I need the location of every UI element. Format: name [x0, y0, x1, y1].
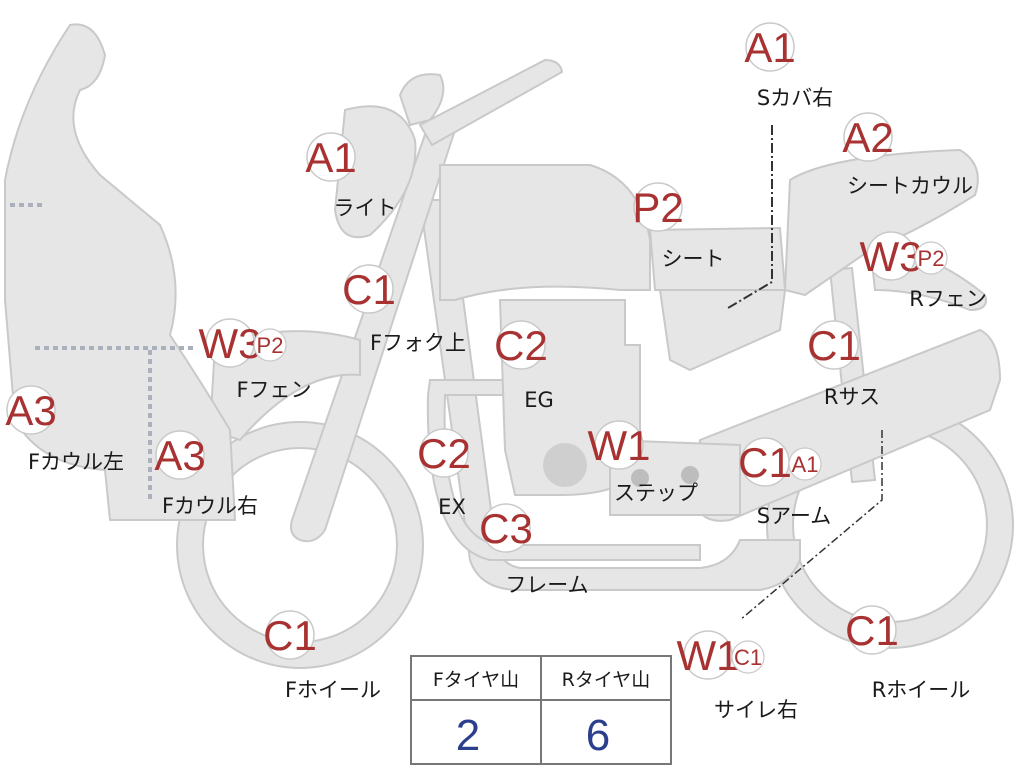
part-label: サイレ右	[714, 698, 798, 722]
part-label: シート	[662, 247, 725, 271]
part-badge-circle	[265, 610, 315, 660]
part-seat: P2 シート	[632, 182, 725, 271]
part-label: Fカウル右	[162, 494, 258, 518]
part-sub-code: P2	[918, 246, 945, 271]
part-frame: C3 フレーム	[479, 503, 589, 597]
tire-tread-table: Fタイヤ山 Rタイヤ山 2 6	[410, 655, 672, 765]
part-label: Rサス	[824, 385, 880, 409]
part-sub-code: A1	[792, 452, 819, 477]
part-label: Fカウル左	[28, 450, 124, 474]
part-badge-circle	[633, 182, 683, 232]
part-badge-circle	[306, 132, 356, 182]
part-light: A1 ライト	[305, 132, 397, 220]
part-badge-circle	[745, 22, 795, 72]
part-code: W1	[588, 422, 651, 469]
part-label: EG	[524, 388, 554, 412]
part-sub-code: C1	[734, 645, 762, 670]
part-code: C1	[738, 439, 792, 486]
part-sub-badge-circle	[253, 328, 287, 362]
part-sub-badge-circle	[731, 640, 765, 674]
part-label: Rホイール	[872, 678, 971, 702]
tank-shape	[439, 164, 651, 301]
part-code: C3	[479, 505, 533, 552]
step-shape	[609, 438, 741, 516]
part-code: C1	[263, 612, 317, 659]
part-badge-circle	[847, 605, 897, 655]
part-code: W1	[677, 632, 740, 679]
front-tire-value: 2	[456, 711, 480, 760]
part-code: C1	[342, 266, 396, 313]
part-code: C1	[807, 322, 861, 369]
part-badge-circle	[481, 503, 531, 553]
part-badge-circle	[6, 385, 56, 435]
part-code: P2	[632, 184, 683, 231]
front-cowl-shape	[4, 23, 237, 521]
step-peg-2	[681, 466, 699, 484]
part-code: A3	[5, 387, 56, 434]
silencer-pointer	[739, 430, 883, 621]
rear-tire-value: 6	[586, 711, 610, 760]
part-label: ステップ	[614, 481, 698, 505]
part-label: シートカウル	[847, 174, 973, 198]
part-label: Sカバ右	[757, 86, 833, 110]
part-seat-cowl: A2 シートカウル	[842, 112, 973, 198]
part-code: A2	[842, 114, 893, 161]
part-sub-badge-circle	[788, 447, 822, 481]
meter-shape	[398, 73, 445, 127]
part-code: A1	[305, 134, 356, 181]
headlight-shape	[333, 105, 417, 239]
part-code: A1	[744, 24, 795, 71]
part-label: Fフェン	[236, 378, 311, 402]
part-badge-circle	[809, 320, 859, 370]
part-sub-code: P2	[257, 333, 284, 358]
front-wheel-outline	[176, 421, 424, 669]
part-code: C2	[417, 430, 471, 477]
part-badge-circle	[496, 320, 546, 370]
part-label: EX	[438, 495, 466, 519]
part-code: W3	[199, 320, 262, 367]
step-peg-1	[631, 469, 649, 487]
handlebar-shape	[418, 58, 564, 147]
frame-shape	[418, 199, 801, 591]
part-label: ライト	[334, 196, 397, 220]
rear-tire-header: Rタイヤ山	[562, 669, 651, 691]
fork-shape	[290, 118, 457, 543]
part-sub-badge-circle	[914, 241, 948, 275]
part-code: C2	[494, 322, 548, 369]
engine-cover-circle	[543, 443, 587, 487]
s-cover-pointer	[727, 125, 773, 309]
part-code: A3	[154, 432, 205, 479]
front-tire-header: Fタイヤ山	[433, 669, 519, 691]
part-label: フレーム	[505, 573, 588, 597]
part-label: Sアーム	[757, 504, 831, 528]
part-label: Fフォク上	[370, 331, 466, 355]
part-badge-circle	[155, 430, 205, 480]
side-cover-shape	[658, 289, 787, 372]
part-badge-circle	[419, 428, 469, 478]
part-badge-circle	[843, 112, 893, 162]
part-code: C1	[845, 607, 899, 654]
part-label: Fホイール	[285, 678, 381, 702]
part-badge-circle	[344, 264, 394, 314]
part-step: W1 ステップ	[588, 420, 698, 505]
part-code: W3	[860, 233, 923, 280]
part-badge-circle	[594, 420, 644, 470]
part-label: Rフェン	[909, 287, 987, 311]
